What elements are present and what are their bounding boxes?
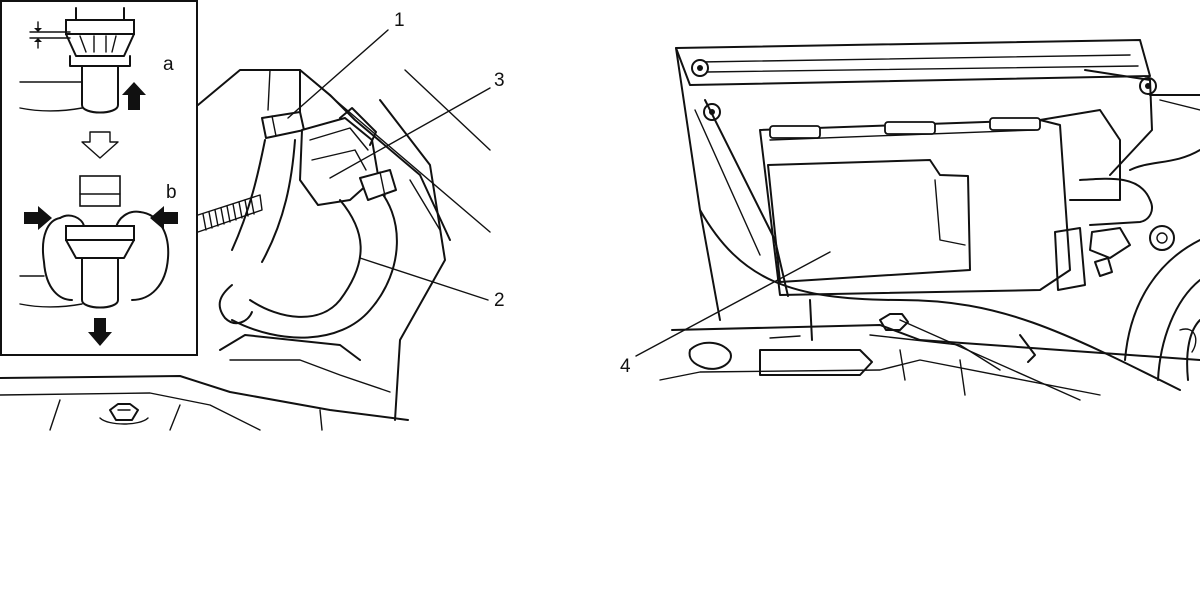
right-module-drawing <box>659 39 1200 401</box>
callout-3: 3 <box>494 70 505 91</box>
left-leader-lines <box>287 29 491 301</box>
inset-label-b: b <box>166 182 177 203</box>
callout-4: 4 <box>620 356 631 377</box>
inset-box: a b <box>0 0 198 356</box>
left-engine-bay-drawing <box>0 69 491 431</box>
inset-label-a: a <box>163 54 174 75</box>
callout-2: 2 <box>494 290 505 311</box>
inset-step-b <box>19 175 178 346</box>
inset-step-a <box>19 7 146 114</box>
callout-1: 1 <box>394 10 405 31</box>
next-step-arrow-icon <box>81 131 119 159</box>
leader-line-4 <box>635 251 831 357</box>
